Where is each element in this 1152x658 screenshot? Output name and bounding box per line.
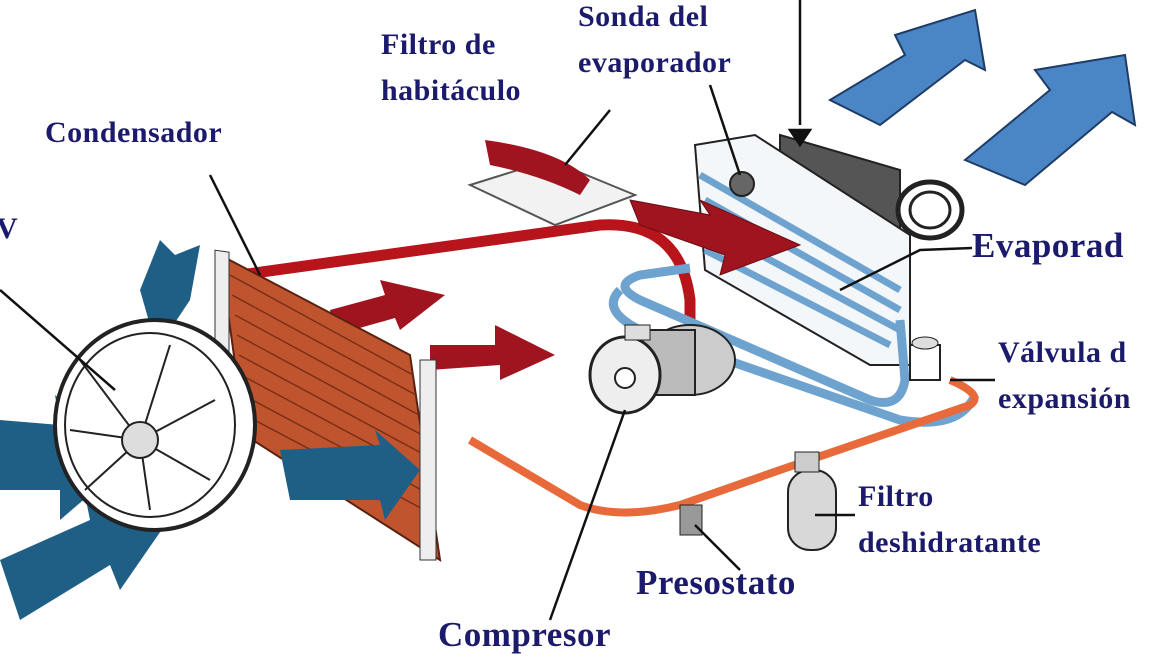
cabin-airflow-arrow	[827, 8, 987, 127]
dehydrator-label-line2: deshidratante	[858, 526, 1042, 559]
expansion-valve-icon	[909, 336, 941, 381]
compressor-icon	[588, 324, 736, 415]
cabin-filter-label-line2: habitáculo	[381, 74, 522, 107]
cabin-airflow-arrow	[963, 53, 1137, 187]
low-pressure-pipe	[620, 263, 910, 407]
hot-air-arrow	[330, 280, 445, 335]
hot-air-arrow	[430, 325, 555, 380]
compressor-label: Compresor	[438, 615, 611, 654]
condenser-label: Condensador	[45, 116, 223, 149]
dehydrator-label-line1: Filtro	[858, 480, 934, 513]
sonda-label-line1: Sonda del	[578, 0, 709, 33]
evaporator-label: Evaporad	[972, 226, 1124, 265]
cabin-filter-icon	[467, 140, 802, 276]
cold-air-arrow	[140, 240, 200, 330]
pressure-switch-label: Presostato	[636, 563, 796, 602]
leader-lines	[0, 0, 995, 621]
valve-label-line2: expansión	[998, 382, 1131, 415]
fan-icon	[53, 318, 257, 532]
pressure-switch-icon	[679, 504, 703, 536]
cabin-filter-label-line1: Filtro de	[381, 28, 496, 61]
valve-label-line1: Válvula d	[998, 336, 1127, 369]
sonda-label-line2: evaporador	[578, 46, 732, 79]
cold-air-arrow	[280, 430, 420, 520]
dehydrator-filter-icon	[787, 451, 837, 551]
fan-label-partial: V	[0, 212, 19, 245]
